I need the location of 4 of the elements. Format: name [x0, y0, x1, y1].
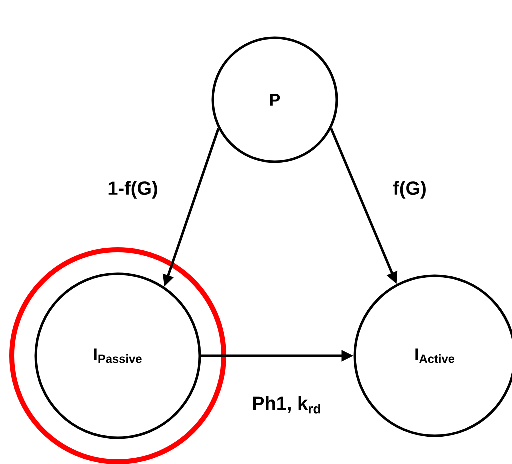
highlight-ring — [10, 248, 226, 464]
edge-label: 1-f(G) — [106, 180, 160, 200]
edge-label: f(G) — [392, 180, 428, 200]
edge-label: Ph1, k$_{rd}$ — [251, 395, 323, 415]
